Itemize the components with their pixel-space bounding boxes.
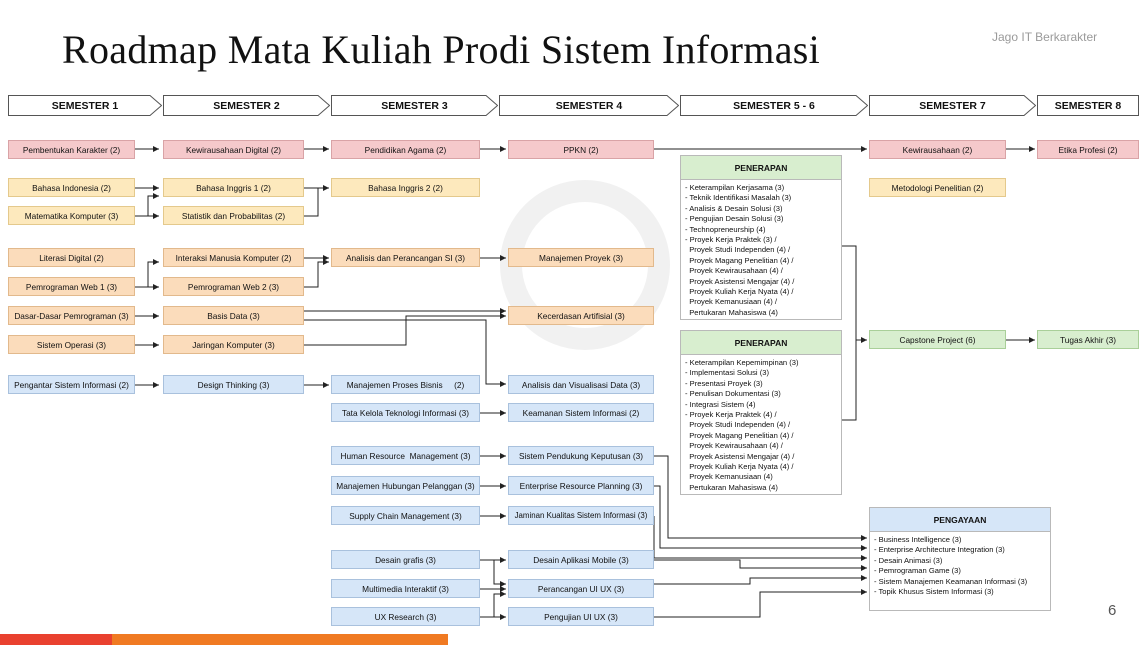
- course-box: Interaksi Manusia Komputer (2): [163, 248, 304, 267]
- list-item: - Implementasi Solusi (3): [685, 368, 769, 378]
- semester-header: SEMESTER 1: [8, 95, 162, 116]
- list-item: - Topik Khusus Sistem Informasi (3): [874, 587, 994, 597]
- list-item: - Sistem Manajemen Keamanan Informasi (3…: [874, 576, 1028, 586]
- list-item: - Presentasi Proyek (3): [685, 378, 763, 388]
- course-box: Basis Data (3): [163, 306, 304, 325]
- course-box: Desain grafis (3): [331, 550, 480, 569]
- course-box: Human Resource Management (3): [331, 446, 480, 465]
- course-box: Pengantar Sistem Informasi (2): [8, 375, 135, 394]
- list-item: Proyek Kewirausahaan (4) /: [685, 441, 783, 451]
- course-box: Jaminan Kualitas Sistem Informasi (3): [508, 506, 654, 525]
- footer-accent-orange: [112, 634, 448, 645]
- list-item: Proyek Studi Independen (4) /: [685, 420, 791, 430]
- semester-header: SEMESTER 5 - 6: [680, 95, 868, 116]
- course-box: Keamanan Sistem Informasi (2): [508, 403, 654, 422]
- list-item: - Analisis & Desain Solusi (3): [685, 203, 783, 213]
- list-item: Proyek Studi Independen (4) /: [685, 245, 791, 255]
- course-box: Design Thinking (3): [163, 375, 304, 394]
- list-item: - Proyek Kerja Praktek (3) /: [685, 235, 777, 245]
- page-title: Roadmap Mata Kuliah Prodi Sistem Informa…: [62, 27, 821, 72]
- list-item: - Pemrograman Game (3): [874, 566, 961, 576]
- course-box: Pengujian UI UX (3): [508, 607, 654, 626]
- list-item: Pertukaran Mahasiswa (4): [685, 307, 778, 317]
- brand-tagline: Jago IT Berkarakter: [992, 30, 1098, 44]
- course-box: Bahasa Indonesia (2): [8, 178, 135, 197]
- semester-header: SEMESTER 2: [163, 95, 330, 116]
- course-box: UX Research (3): [331, 607, 480, 626]
- list-item: Proyek Kewirausahaan (4) /: [685, 266, 783, 276]
- list-item: - Desain Animasi (3): [874, 555, 943, 565]
- semester-header: SEMESTER 8: [1037, 95, 1139, 116]
- penerapan-panel-2: PENERAPAN - Keterampilan Kepemimpinan (3…: [680, 330, 842, 495]
- course-box: Kecerdasan Artifisial (3): [508, 306, 654, 325]
- course-box: Kewirausahaan Digital (2): [163, 140, 304, 159]
- course-box: Sistem Operasi (3): [8, 335, 135, 354]
- course-box: Perancangan UI UX (3): [508, 579, 654, 598]
- list-item: Proyek Asistensi Mengajar (4) /: [685, 451, 795, 461]
- course-box: Jaringan Komputer (3): [163, 335, 304, 354]
- list-item: Proyek Kuliah Kerja Nyata (4) /: [685, 287, 794, 297]
- course-box: Tata Kelola Teknologi Informasi (3): [331, 403, 480, 422]
- course-box: Kewirausahaan (2): [869, 140, 1006, 159]
- panel-title: PENERAPAN: [681, 156, 841, 180]
- pengayaan-panel: PENGAYAAN - Business Intelligence (3) - …: [869, 507, 1051, 611]
- course-box: Pendidikan Agama (2): [331, 140, 480, 159]
- course-box: Desain Aplikasi Mobile (3): [508, 550, 654, 569]
- list-item: - Enterprise Architecture Integration (3…: [874, 545, 1005, 555]
- course-box: Bahasa Inggris 1 (2): [163, 178, 304, 197]
- list-item: - Pengujian Desain Solusi (3): [685, 214, 784, 224]
- list-item: Proyek Kemanusiaan (4) /: [685, 297, 778, 307]
- list-item: Proyek Magang Penelitian (4) /: [685, 255, 794, 265]
- course-box: Etika Profesi (2): [1037, 140, 1139, 159]
- penerapan-panel-1: PENERAPAN - Keterampilan Kerjasama (3) -…: [680, 155, 842, 320]
- course-box: Dasar-Dasar Pemrograman (3): [8, 306, 135, 325]
- course-box: PPKN (2): [508, 140, 654, 159]
- course-box: Enterprise Resource Planning (3): [508, 476, 654, 495]
- course-box: Supply Chain Management (3): [331, 506, 480, 525]
- list-item: - Proyek Kerja Praktek (4) /: [685, 410, 777, 420]
- list-item: - Penulisan Dokumentasi (3): [685, 389, 781, 399]
- course-box: Pemrograman Web 2 (3): [163, 277, 304, 296]
- course-box: Statistik dan Probabilitas (2): [163, 206, 304, 225]
- course-box: Literasi Digital (2): [8, 248, 135, 267]
- course-box: Analisis dan Perancangan SI (3): [331, 248, 480, 267]
- course-box: Bahasa Inggris 2 (2): [331, 178, 480, 197]
- course-box: Matematika Komputer (3): [8, 206, 135, 225]
- list-item: Proyek Kuliah Kerja Nyata (4) /: [685, 462, 794, 472]
- course-box: Pemrograman Web 1 (3): [8, 277, 135, 296]
- course-box: Manajemen Proses Bisnis (2): [331, 375, 480, 394]
- course-box: Metodologi Penelitian (2): [869, 178, 1006, 197]
- course-box: Manajemen Hubungan Pelanggan (3): [331, 476, 480, 495]
- list-item: - Technopreneurship (4): [685, 224, 766, 234]
- page-number: 6: [1108, 602, 1117, 619]
- list-item: - Teknik Identifikasi Masalah (3): [685, 193, 792, 203]
- panel-title: PENERAPAN: [681, 331, 841, 355]
- course-box: Analisis dan Visualisasi Data (3): [508, 375, 654, 394]
- course-box: Sistem Pendukung Keputusan (3): [508, 446, 654, 465]
- list-item: - Keterampilan Kepemimpinan (3): [685, 358, 799, 367]
- list-item: Pertukaran Mahasiswa (4): [685, 482, 778, 492]
- list-item: - Keterampilan Kerjasama (3): [685, 183, 785, 192]
- course-box: Tugas Akhir (3): [1037, 330, 1139, 349]
- list-item: - Business Intelligence (3): [874, 535, 962, 544]
- course-box: Pembentukan Karakter (2): [8, 140, 135, 159]
- list-item: - Integrasi Sistem (4): [685, 399, 756, 409]
- course-box: Multimedia Interaktif (3): [331, 579, 480, 598]
- footer-accent-red: [0, 634, 112, 645]
- list-item: Proyek Magang Penelitian (4) /: [685, 430, 794, 440]
- list-item: Proyek Asistensi Mengajar (4) /: [685, 276, 795, 286]
- semester-header: SEMESTER 4: [499, 95, 679, 116]
- list-item: Proyek Kemanusiaan (4): [685, 472, 773, 482]
- semester-header: SEMESTER 7: [869, 95, 1036, 116]
- panel-title: PENGAYAAN: [870, 508, 1050, 532]
- course-box: Manajemen Proyek (3): [508, 248, 654, 267]
- course-box: Capstone Project (6): [869, 330, 1006, 349]
- semester-header: SEMESTER 3: [331, 95, 498, 116]
